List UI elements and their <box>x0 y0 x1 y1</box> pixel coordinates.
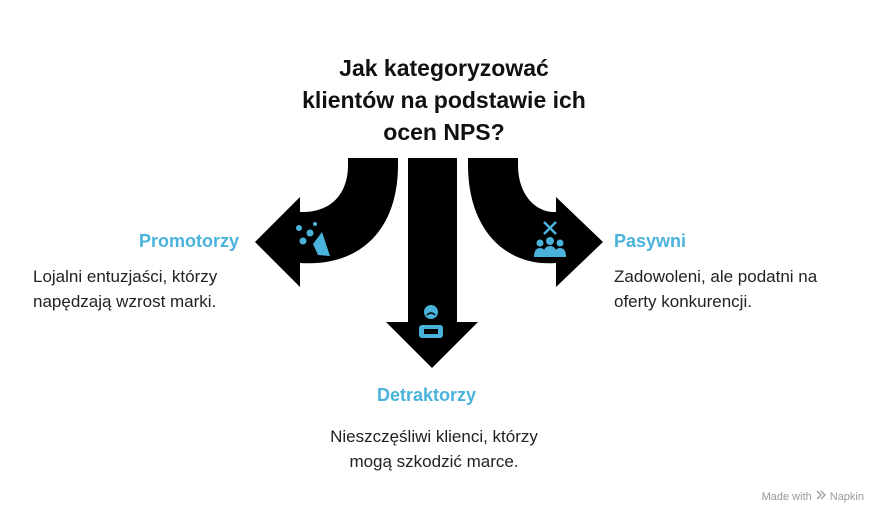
detraktorzy-heading: Detraktorzy <box>377 385 477 405</box>
unhappy-person-icon <box>419 305 443 338</box>
napkin-logo-icon <box>816 490 826 503</box>
pasywni-description-line-1: Zadowoleni, ale podatni na <box>614 267 818 286</box>
pasywni-description: Zadowoleni, ale podatni na oferty konkur… <box>614 264 817 314</box>
group-x-icon <box>534 221 566 257</box>
title-line-3: ocen NPS? <box>383 119 505 145</box>
pasywni-heading: Pasywni <box>614 231 687 251</box>
megaphone-celebration-icon <box>296 222 330 256</box>
made-with-napkin-watermark: Made with Napkin <box>762 490 864 503</box>
title-line-1: Jak kategoryzować <box>339 55 549 81</box>
diagram-title: Jak kategoryzować klientów na podstawie … <box>244 52 644 148</box>
title-line-2: klientów na podstawie ich <box>302 87 586 113</box>
detraktorzy-description-line-2: mogą szkodzić marce. <box>349 452 519 471</box>
promotorzy-description-line-1: Lojalni entuzjaści, którzy <box>33 267 218 286</box>
promotorzy-heading: Promotorzy <box>139 231 240 251</box>
promotorzy-description: Lojalni entuzjaści, którzy napędzają wzr… <box>33 264 217 314</box>
promotorzy-description-line-2: napędzają wzrost marki. <box>33 292 217 311</box>
detraktorzy-description-line-1: Nieszczęśliwi klienci, którzy <box>330 427 538 446</box>
arrow-detraktorzy <box>386 158 478 368</box>
arrow-promotorzy <box>255 158 398 287</box>
detraktorzy-description: Nieszczęśliwi klienci, którzy mogą szkod… <box>284 424 584 474</box>
watermark-brand: Napkin <box>829 490 864 503</box>
pasywni-description-line-2: oferty konkurencji. <box>614 292 752 311</box>
watermark-prefix: Made with <box>761 490 812 503</box>
arrow-pasywni <box>468 158 603 287</box>
